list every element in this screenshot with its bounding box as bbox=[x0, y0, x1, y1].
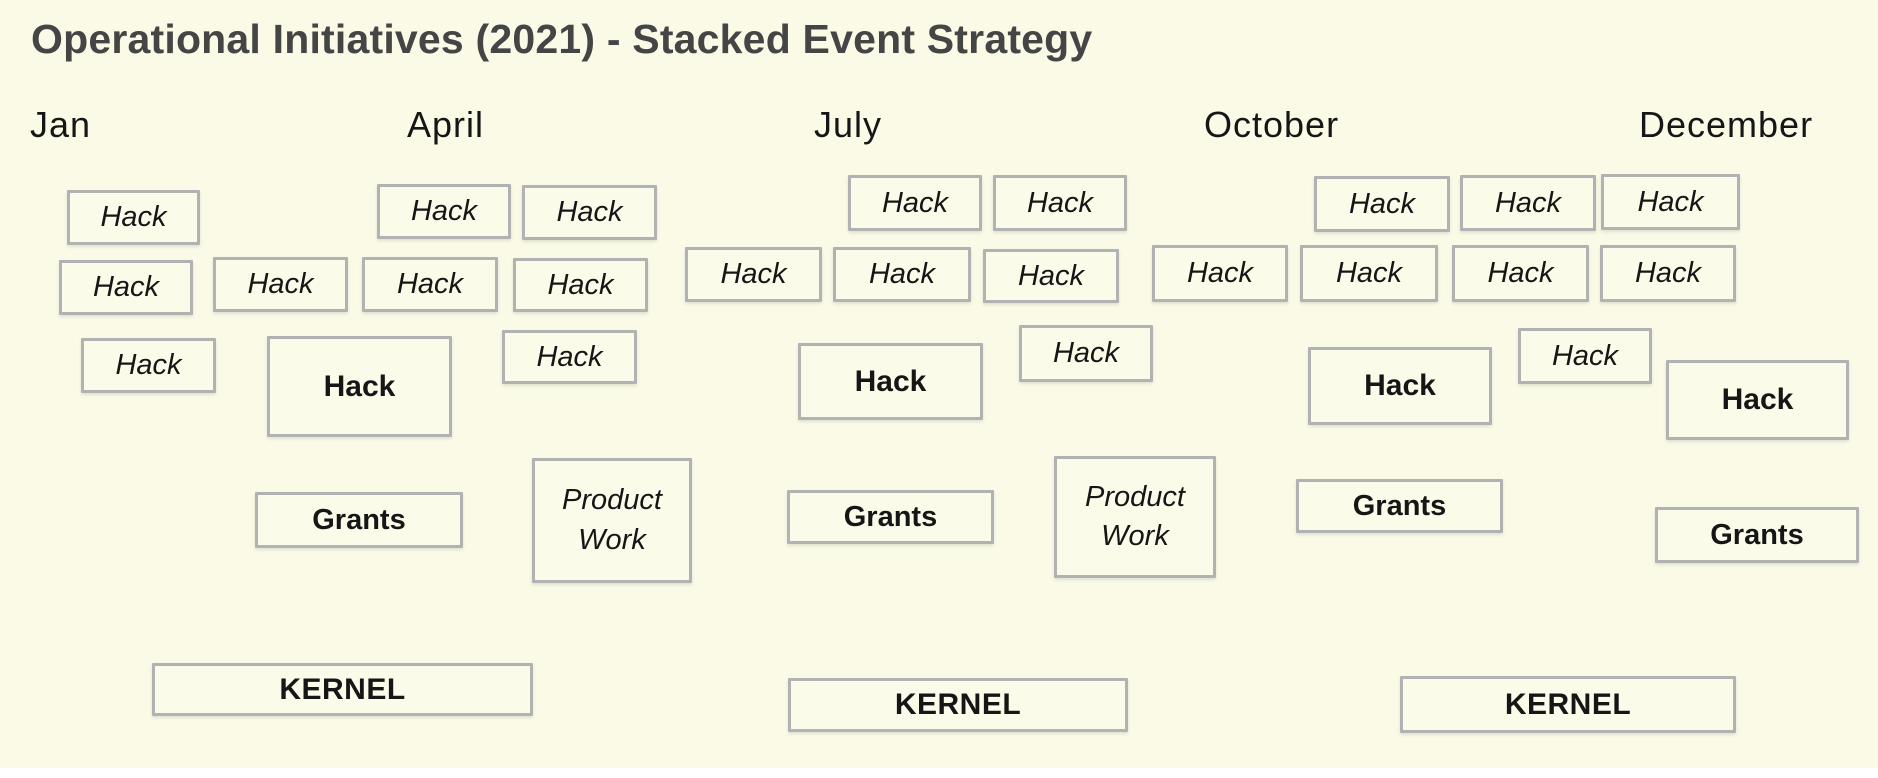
month-label-october: October bbox=[1204, 104, 1340, 145]
hack-box-small[interactable]: Hack bbox=[1314, 176, 1450, 232]
hack-box-small[interactable]: Hack bbox=[1152, 245, 1288, 302]
hack-box-small[interactable]: Hack bbox=[362, 257, 498, 312]
hack-box-small[interactable]: Hack bbox=[1452, 245, 1589, 302]
month-label-july: July bbox=[814, 104, 883, 145]
hack-box-small[interactable]: Hack bbox=[1300, 245, 1438, 302]
hack-box-large[interactable]: Hack bbox=[267, 336, 452, 437]
grants-box[interactable]: Grants bbox=[255, 492, 463, 548]
page-title: Operational Initiatives (2021) - Stacked… bbox=[31, 16, 1093, 62]
grants-box[interactable]: Grants bbox=[1655, 507, 1859, 563]
kernel-box[interactable]: KERNEL bbox=[152, 663, 533, 716]
hack-box-small[interactable]: Hack bbox=[522, 185, 657, 240]
hack-box-small[interactable]: Hack bbox=[81, 338, 216, 393]
hack-box-small[interactable]: Hack bbox=[993, 175, 1127, 231]
kernel-box[interactable]: KERNEL bbox=[1400, 676, 1736, 733]
hack-box-small[interactable]: Hack bbox=[1601, 174, 1740, 230]
product-work-box[interactable]: Product Work bbox=[532, 458, 692, 583]
hack-box-small[interactable]: Hack bbox=[848, 175, 982, 231]
month-label-december: December bbox=[1639, 104, 1814, 145]
hack-box-large[interactable]: Hack bbox=[1666, 360, 1849, 440]
hack-box-small[interactable]: Hack bbox=[502, 330, 637, 384]
hack-box-small[interactable]: Hack bbox=[377, 184, 511, 239]
kernel-box[interactable]: KERNEL bbox=[788, 678, 1128, 732]
hack-box-large[interactable]: Hack bbox=[798, 343, 983, 420]
product-work-box[interactable]: Product Work bbox=[1054, 456, 1216, 578]
hack-box-small[interactable]: Hack bbox=[1460, 175, 1596, 231]
hack-box-small[interactable]: Hack bbox=[1600, 245, 1736, 302]
hack-box-small[interactable]: Hack bbox=[685, 247, 822, 302]
grants-box[interactable]: Grants bbox=[787, 490, 994, 544]
hack-box-small[interactable]: Hack bbox=[513, 258, 648, 312]
month-label-jan: Jan bbox=[30, 104, 92, 145]
hack-box-small[interactable]: Hack bbox=[1518, 328, 1652, 384]
month-label-april: April bbox=[407, 104, 485, 145]
hack-box-small[interactable]: Hack bbox=[983, 249, 1119, 303]
hack-box-small[interactable]: Hack bbox=[1019, 325, 1153, 382]
hack-box-small[interactable]: Hack bbox=[67, 190, 200, 245]
hack-box-large[interactable]: Hack bbox=[1308, 347, 1492, 425]
grants-box[interactable]: Grants bbox=[1296, 479, 1503, 533]
bottom-strip bbox=[0, 768, 1878, 778]
hack-box-small[interactable]: Hack bbox=[213, 257, 348, 312]
hack-box-small[interactable]: Hack bbox=[833, 247, 971, 302]
hack-box-small[interactable]: Hack bbox=[59, 260, 193, 315]
